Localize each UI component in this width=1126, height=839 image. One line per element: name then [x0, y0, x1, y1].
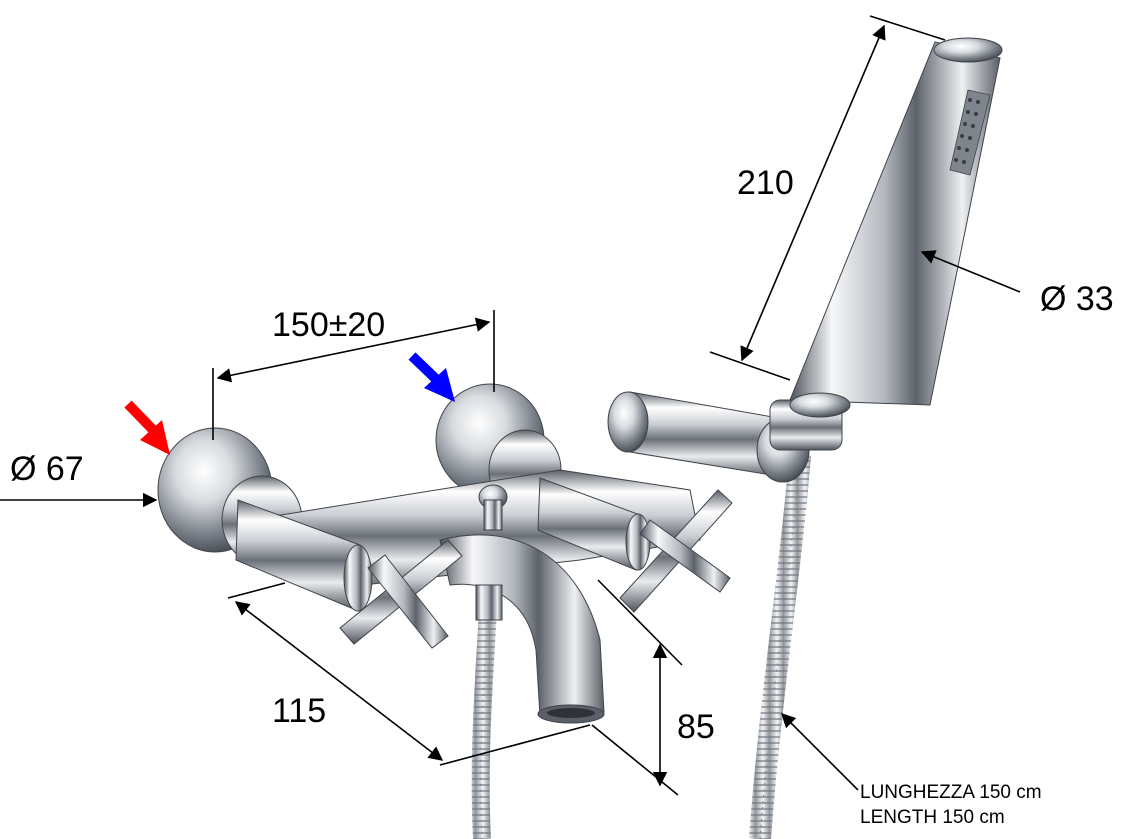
spout-height-label: 85	[677, 708, 715, 746]
hand-shower	[789, 37, 1003, 418]
dimension-lines	[0, 15, 1021, 796]
mixer-body	[157, 383, 701, 724]
spacing-label: 150±20	[272, 306, 385, 344]
hose	[471, 454, 811, 839]
hand-shower-length-label: 210	[737, 164, 794, 202]
hand-shower-diameter-label: Ø 33	[1040, 280, 1114, 318]
body-diameter-label: Ø 67	[10, 450, 84, 488]
hot-water-arrow	[124, 400, 170, 455]
projection-label: 115	[272, 692, 326, 730]
hose-length-italian: LUNGHEZZA 150 cm	[860, 782, 1042, 803]
hose-length-english: LENGTH 150 cm	[860, 807, 1005, 828]
shower-nozzles	[954, 98, 980, 164]
cold-water-arrow	[408, 352, 455, 402]
shower-holder	[607, 391, 843, 483]
cross-handle-right	[619, 489, 733, 613]
